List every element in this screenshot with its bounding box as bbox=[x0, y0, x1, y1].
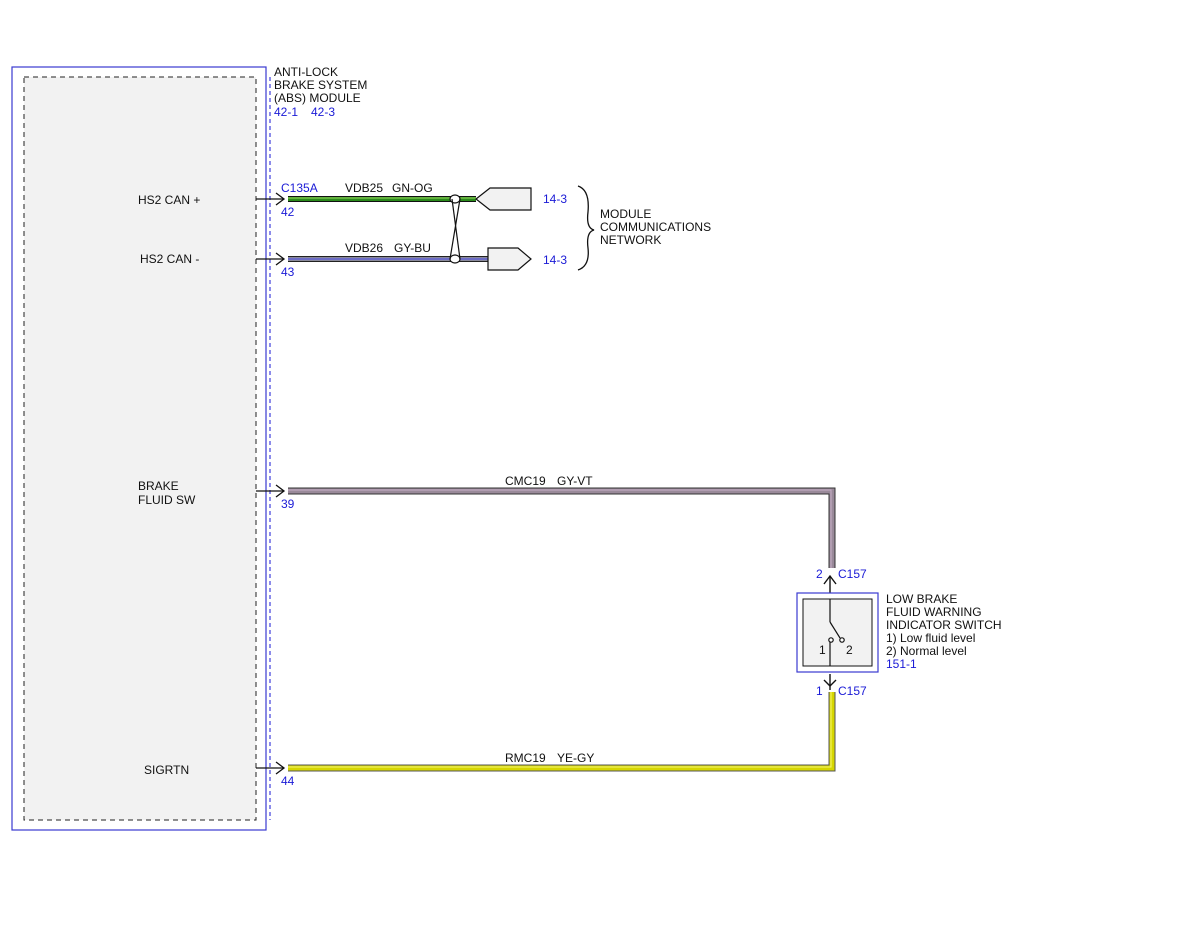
network-connector-out-icon bbox=[487, 247, 532, 271]
pin-number-42: 42 bbox=[281, 205, 295, 219]
network-brace-icon bbox=[577, 185, 595, 271]
wire-vdb25-circuit: VDB25 bbox=[345, 181, 383, 195]
switch-contact-icon bbox=[828, 599, 845, 666]
pin-label-brake-fluid-sw-1: BRAKE bbox=[138, 479, 179, 493]
pin-label-brake-fluid-sw-2: FLUID SW bbox=[138, 493, 196, 507]
twisted-pair-symbol bbox=[449, 194, 461, 264]
wire-rmc19-circuit: RMC19 bbox=[505, 751, 546, 765]
network-connector-in-icon bbox=[475, 187, 532, 211]
switch-state-1: 1) Low fluid level bbox=[886, 631, 975, 645]
pin-label-hs2-can-plus: HS2 CAN + bbox=[138, 193, 200, 207]
module-title-line-2: BRAKE SYSTEM bbox=[274, 78, 367, 92]
switch-state-2: 2) Normal level bbox=[886, 644, 967, 658]
module-title-line-1: ANTI-LOCK bbox=[274, 65, 338, 79]
wire-rmc19-color: YE-GY bbox=[557, 751, 594, 765]
wire-vdb26-color: GY-BU bbox=[394, 241, 431, 255]
switch-pin-top: 2 bbox=[816, 567, 823, 581]
abs-module-inner bbox=[23, 76, 257, 821]
switch-title-3: INDICATOR SWITCH bbox=[886, 618, 1002, 632]
module-title-line-3: (ABS) MODULE bbox=[274, 91, 361, 105]
switch-inner-label-1: 1 bbox=[819, 643, 826, 657]
switch-connector-top[interactable]: C157 bbox=[838, 567, 867, 581]
pin-label-sigrtn: SIGRTN bbox=[144, 763, 189, 777]
pin-number-39: 39 bbox=[281, 497, 295, 511]
wire-cmc19-circuit: CMC19 bbox=[505, 474, 546, 488]
network-label-1: MODULE bbox=[600, 207, 651, 221]
network-label-3: NETWORK bbox=[600, 233, 661, 247]
connector-c135a-label[interactable]: C135A bbox=[281, 181, 318, 195]
wire-vdb26-circuit: VDB26 bbox=[345, 241, 383, 255]
wire-cmc19 bbox=[288, 487, 836, 568]
switch-connector-bottom[interactable]: C157 bbox=[838, 684, 867, 698]
switch-body bbox=[802, 598, 873, 667]
module-page-ref-1[interactable]: 42-1 bbox=[274, 105, 298, 119]
network-ref-2[interactable]: 14-3 bbox=[543, 253, 567, 267]
switch-pin-bottom: 1 bbox=[816, 684, 823, 698]
switch-title-1: LOW BRAKE bbox=[886, 592, 957, 606]
wire-cmc19-color: GY-VT bbox=[557, 474, 593, 488]
network-label-2: COMMUNICATIONS bbox=[600, 220, 711, 234]
pin-number-43: 43 bbox=[281, 265, 295, 279]
switch-page-ref[interactable]: 151-1 bbox=[886, 657, 917, 671]
pin-label-hs2-can-minus: HS2 CAN - bbox=[140, 252, 199, 266]
switch-title-2: FLUID WARNING bbox=[886, 605, 982, 619]
network-ref-1[interactable]: 14-3 bbox=[543, 192, 567, 206]
pin-number-44: 44 bbox=[281, 774, 295, 788]
wire-vdb25-color: GN-OG bbox=[392, 181, 433, 195]
module-page-ref-2[interactable]: 42-3 bbox=[311, 105, 335, 119]
wire-vdb25 bbox=[288, 196, 476, 202]
wire-rmc19 bbox=[288, 692, 836, 772]
pin-arrows bbox=[256, 192, 286, 775]
switch-inner-label-2: 2 bbox=[846, 643, 853, 657]
